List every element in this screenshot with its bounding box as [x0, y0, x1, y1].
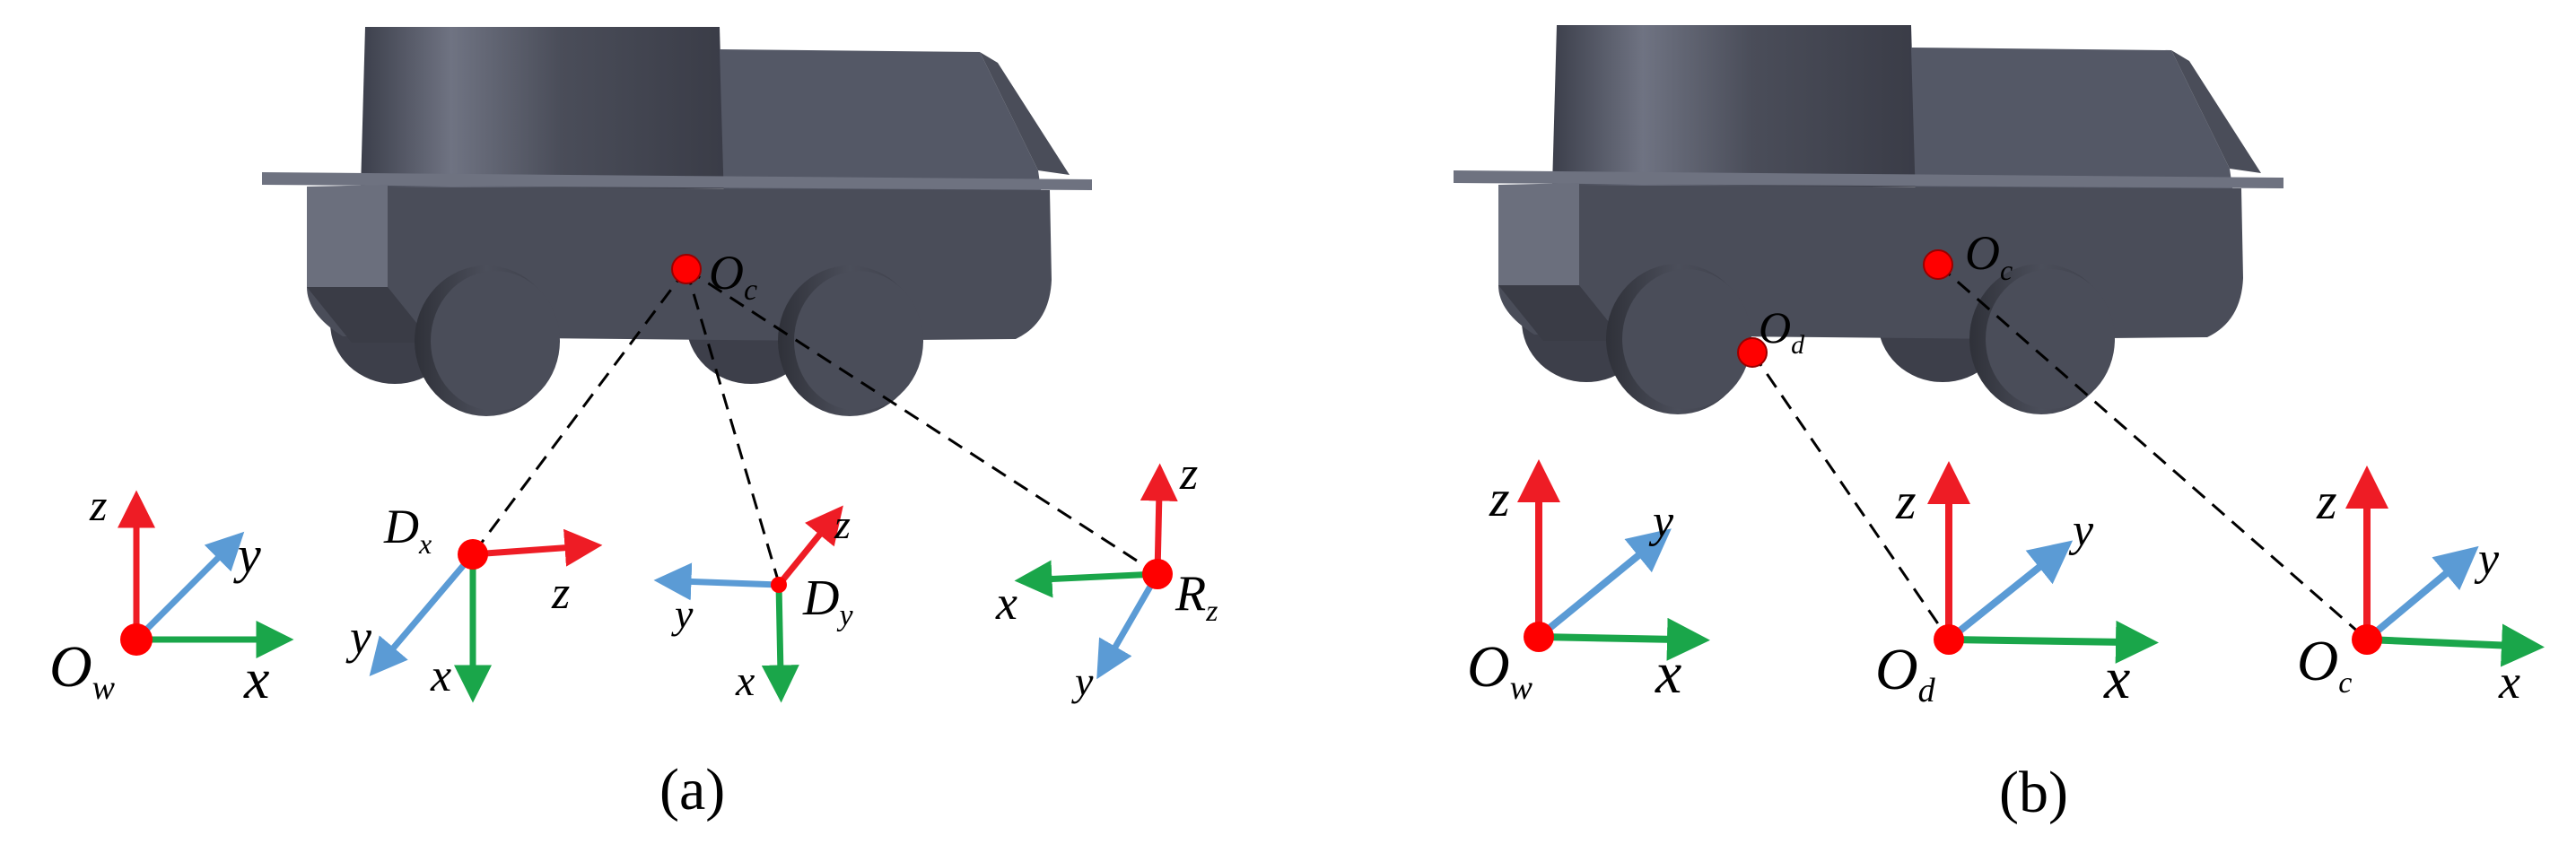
axis-x-arrow [2366, 623, 2545, 667]
frame-dx: Dx z y x [345, 500, 603, 703]
frame-oc: z y x Oc [2297, 466, 2545, 709]
axis-x-label: x [243, 647, 269, 710]
axis-y-arrow [134, 531, 245, 642]
axis-z-label: z [1489, 469, 1510, 527]
axis-y-arrow [1536, 528, 1672, 640]
origin-point [1524, 622, 1554, 652]
center-point-oc-b [1923, 249, 1953, 280]
center-label-b: Oc [1965, 226, 2013, 286]
frame-world-a: z y x Ow [49, 480, 294, 710]
origin-label: Ow [49, 634, 116, 707]
axis-y-label: y [233, 526, 261, 584]
axis-y-arrow [1946, 540, 2074, 643]
axis-y-label: y [2474, 534, 2500, 585]
axis-x-arrow [1014, 560, 1158, 598]
frame-rz: z x y Rz [995, 448, 1218, 704]
axis-x-arrow [1948, 620, 2159, 664]
axis-z-label: z [1179, 448, 1198, 500]
axis-y-arrow [1096, 572, 1161, 680]
axis-x-label: x [1655, 640, 1681, 706]
origin-point [1934, 624, 1964, 655]
axis-x-label: x [995, 576, 1017, 630]
axis-z-arrow [472, 528, 603, 567]
axis-y-label: y [1071, 658, 1094, 704]
axis-z-label: z [89, 480, 107, 530]
axis-y-arrow [369, 552, 476, 677]
axis-z-label: z [1895, 472, 1917, 530]
panel-b: Oc Od z y x Ow z y x Od [1454, 25, 2545, 825]
axis-z-label: z [834, 501, 851, 547]
caption-a: (a) [659, 757, 725, 823]
origin-point [1142, 559, 1173, 589]
wheel-label: Od [1759, 302, 1805, 360]
origin-point [771, 577, 787, 593]
dashed-links-a [471, 267, 1158, 584]
axis-y-label: y [671, 591, 694, 637]
origin-point [120, 623, 153, 656]
axis-y-label: y [2068, 505, 2094, 556]
axis-x-label: x [430, 650, 451, 701]
origin-point [2352, 624, 2382, 655]
axis-y-arrow [2364, 545, 2479, 643]
axis-y-arrow [653, 562, 780, 601]
axis-y-label: y [345, 610, 371, 664]
axis-x-arrow [1538, 617, 1710, 661]
frame-label: Dy [802, 570, 853, 632]
frame-label: Rz [1174, 566, 1218, 628]
frame-dy: z y x Dy [653, 501, 853, 705]
axis-z-label: z [551, 568, 570, 619]
axis-x-arrow [761, 584, 799, 703]
frame-od: z y x Od [1875, 461, 2159, 711]
center-point-oc-a [671, 254, 702, 284]
dashed-links-b [1751, 263, 2368, 641]
robot-vehicle-b [1454, 25, 2283, 414]
axis-x-label: x [2498, 655, 2520, 709]
panel-a: Oc z y x Ow Dx z y x [49, 27, 1218, 823]
wheel-point-od [1737, 337, 1768, 368]
axis-z-arrow [776, 505, 843, 588]
center-label-a: Oc [709, 246, 757, 307]
axis-x-label: x [735, 657, 755, 705]
axis-x-label: x [2103, 646, 2130, 711]
origin-label: Ow [1467, 634, 1533, 707]
origin-label: Od [1875, 637, 1936, 709]
caption-b: (b) [1999, 760, 2068, 825]
origin-label: Oc [2297, 629, 2352, 700]
origin-point [458, 539, 488, 570]
frame-label: Dx [383, 500, 432, 560]
axis-y-label: y [1648, 496, 1674, 547]
frame-world-b: z y x Ow [1467, 459, 1710, 707]
axis-z-label: z [2316, 472, 2337, 530]
robot-vehicle-a [262, 27, 1092, 416]
